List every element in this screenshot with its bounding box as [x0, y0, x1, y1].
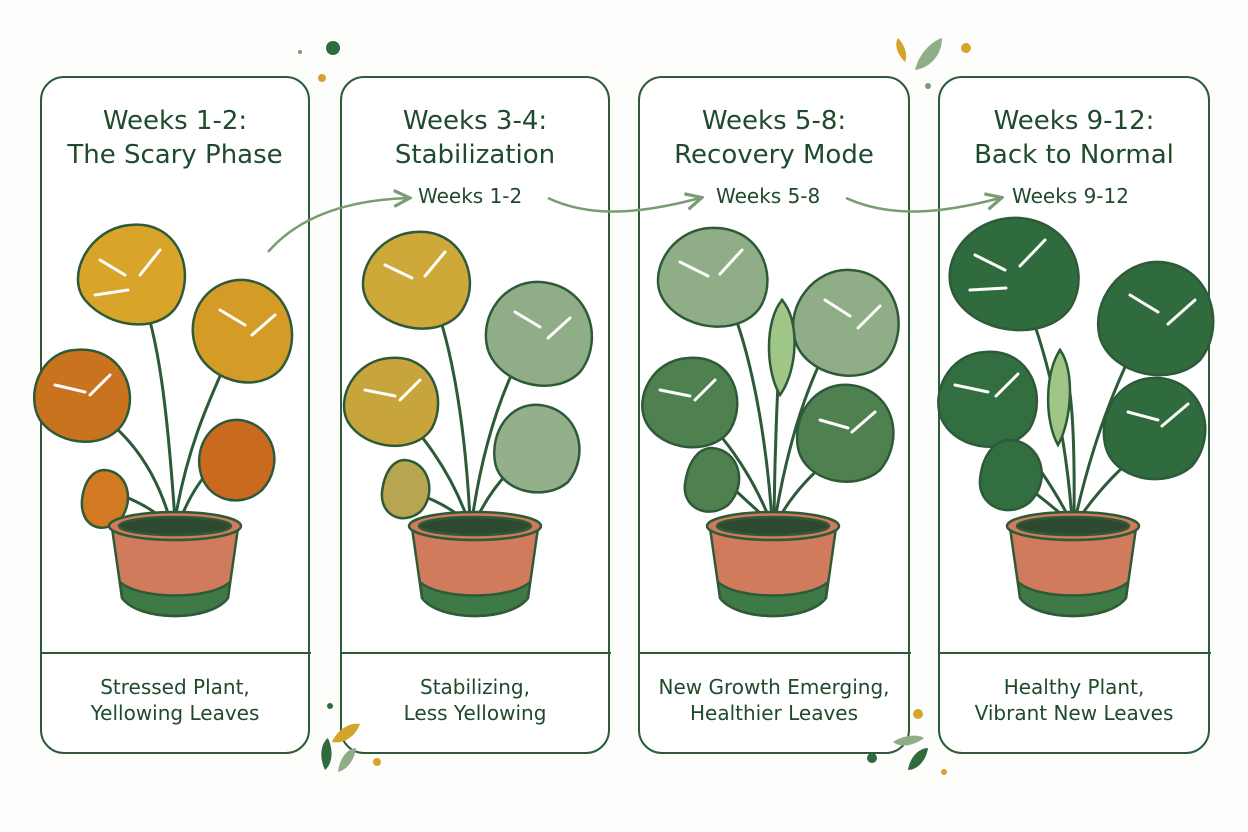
curved-arrow-icon [845, 198, 1000, 213]
arrow-label-2: Weeks 5-8 [712, 184, 825, 208]
stage-caption-line2: Vibrant New Leaves [974, 701, 1174, 725]
decorative-leaf-icon [321, 738, 332, 770]
panel-divider [937, 652, 1211, 654]
decorative-dot-icon [318, 74, 326, 82]
stage-caption-line2: Healthier Leaves [689, 701, 859, 725]
plant-stressed [32, 223, 294, 529]
monstera-leaf-icon [656, 226, 769, 328]
plant-stabilizing [342, 230, 594, 522]
decorative-dot-icon [327, 703, 333, 709]
stage-title-line1: Weeks 9-12: [993, 106, 1155, 136]
new-shoot-icon [767, 298, 796, 398]
monstera-leaf-icon [1097, 260, 1215, 377]
decorative-leaf-icon [332, 723, 360, 743]
monstera-leaf-icon [492, 403, 581, 494]
panel-divider [39, 652, 311, 654]
panel-divider [339, 652, 611, 654]
stage-caption-line1: Stabilizing, [420, 675, 530, 699]
decorative-leaf-icon [896, 38, 907, 62]
stage-caption: Stabilizing, Less Yellowing [342, 674, 608, 726]
terracotta-pot-icon [1005, 510, 1141, 618]
terracotta-pot-icon [107, 510, 243, 618]
monstera-leaf-icon [191, 278, 294, 384]
curved-arrow-icon [267, 198, 408, 253]
stage-title-line2: Back to Normal [974, 140, 1174, 170]
stage-title: Weeks 3-4: Stabilization [342, 104, 608, 172]
decorative-dot-icon [867, 753, 877, 763]
stage-caption-line1: Healthy Plant, [1003, 675, 1145, 699]
plant-recovering [641, 226, 900, 522]
monstera-leaf-icon [978, 438, 1044, 512]
monstera-leaf-icon [342, 356, 440, 448]
monstera-leaf-icon [937, 350, 1039, 448]
monstera-leaf-icon [683, 446, 741, 513]
decorative-leaf-icon [915, 38, 942, 70]
plant-healthy [937, 216, 1215, 522]
stage-caption-line1: Stressed Plant, [100, 675, 250, 699]
stage-caption-line2: Yellowing Leaves [90, 701, 260, 725]
decorative-dot-icon [326, 41, 340, 55]
stage-title-line2: The Scary Phase [67, 140, 283, 170]
decorative-leaf-icon [338, 748, 356, 772]
decorative-leaf-icon [908, 748, 928, 770]
stage-caption: Healthy Plant, Vibrant New Leaves [940, 674, 1208, 726]
decorative-cluster-bottom [321, 703, 947, 775]
arrow-label-3: Weeks 9-12 [1008, 184, 1133, 208]
stage-title-line1: Weeks 3-4: [402, 106, 548, 136]
stage-caption-line1: New Growth Emerging, [658, 675, 890, 699]
arrow-label-1: Weeks 1-2 [414, 184, 527, 208]
decorative-leaf-icon [893, 735, 924, 746]
monstera-leaf-icon [795, 383, 895, 483]
stage-title-line1: Weeks 1-2: [102, 106, 248, 136]
monstera-leaf-icon [380, 458, 431, 520]
monstera-leaf-icon [76, 223, 187, 326]
terracotta-pot-icon [705, 510, 841, 618]
stage-caption: Stressed Plant, Yellowing Leaves [42, 674, 308, 726]
monstera-leaf-icon [948, 216, 1080, 332]
monstera-leaf-icon [791, 268, 900, 377]
decorative-cluster-top [298, 38, 971, 89]
stage-title-line1: Weeks 5-8: [701, 106, 847, 136]
decorative-dot-icon [925, 83, 931, 89]
decorative-dot-icon [961, 43, 971, 53]
stage-title-line2: Recovery Mode [674, 140, 874, 170]
curved-arrow-icon [547, 198, 700, 213]
stage-title: Weeks 1-2: The Scary Phase [42, 104, 308, 172]
monstera-leaf-icon [361, 230, 472, 330]
monstera-leaf-icon [32, 348, 132, 443]
terracotta-pot-icon [407, 510, 543, 618]
stage-title: Weeks 5-8: Recovery Mode [640, 104, 908, 172]
decorative-dot-icon [941, 769, 947, 775]
decorative-dot-icon [298, 50, 302, 54]
stage-title-line2: Stabilization [394, 140, 556, 170]
decorative-dot-icon [373, 758, 381, 766]
monstera-leaf-icon [641, 356, 739, 449]
monstera-leaf-icon [484, 280, 594, 387]
stage-title: Weeks 9-12: Back to Normal [940, 104, 1208, 172]
stage-caption-line2: Less Yellowing [403, 701, 547, 725]
monstera-leaf-icon [1102, 376, 1207, 481]
new-shoot-icon [1046, 347, 1072, 448]
monstera-leaf-icon [197, 418, 276, 502]
panel-divider [637, 652, 911, 654]
monstera-leaf-icon [80, 468, 130, 529]
stage-caption: New Growth Emerging, Healthier Leaves [640, 674, 908, 726]
decorative-dot-icon [913, 709, 923, 719]
